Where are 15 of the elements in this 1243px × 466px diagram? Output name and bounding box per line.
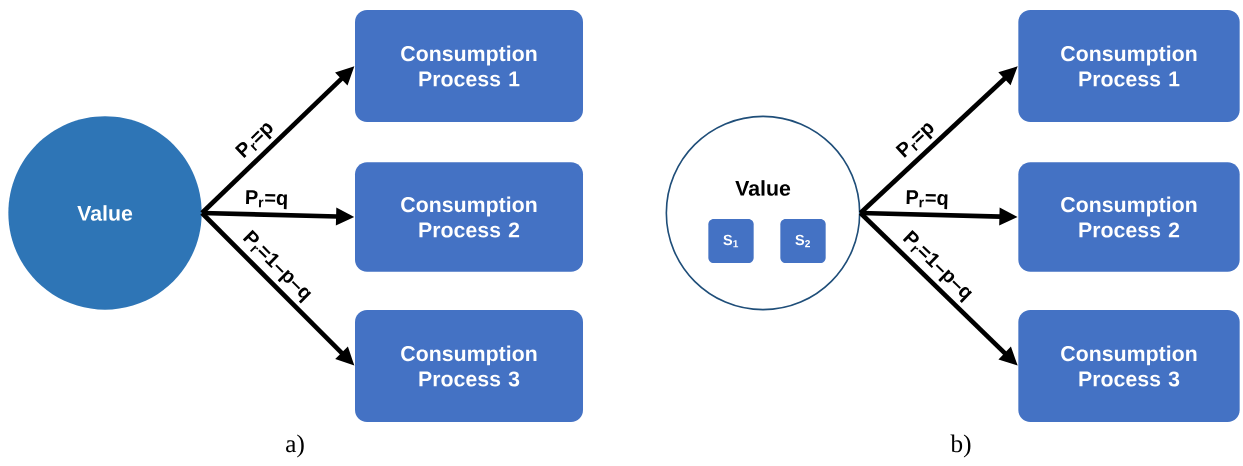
panel-label: a) (286, 434, 304, 458)
value-label: Value (735, 180, 791, 196)
panel-label: b) (950, 434, 971, 458)
edge-label: P$_{r}$=q (906, 190, 948, 210)
process-box: Consumption Process 2 (355, 162, 583, 272)
process-box: Consumption Process 1 (355, 10, 583, 122)
edge-label: P$_{r}$=p (234, 123, 273, 158)
process-box: Consumption Process 1 (1018, 10, 1240, 122)
edge-label: P$_{r}$=q (246, 190, 287, 210)
edge-label: P$_{r}$=p (895, 123, 934, 158)
process-box: Consumption Process 2 (1018, 162, 1240, 272)
state-box: S$_{2}$ (780, 219, 826, 263)
state-box: S$_{1}$ (708, 219, 754, 263)
process-box: Consumption Process 3 (1018, 310, 1240, 422)
process-box: Consumption Process 3 (355, 310, 583, 422)
